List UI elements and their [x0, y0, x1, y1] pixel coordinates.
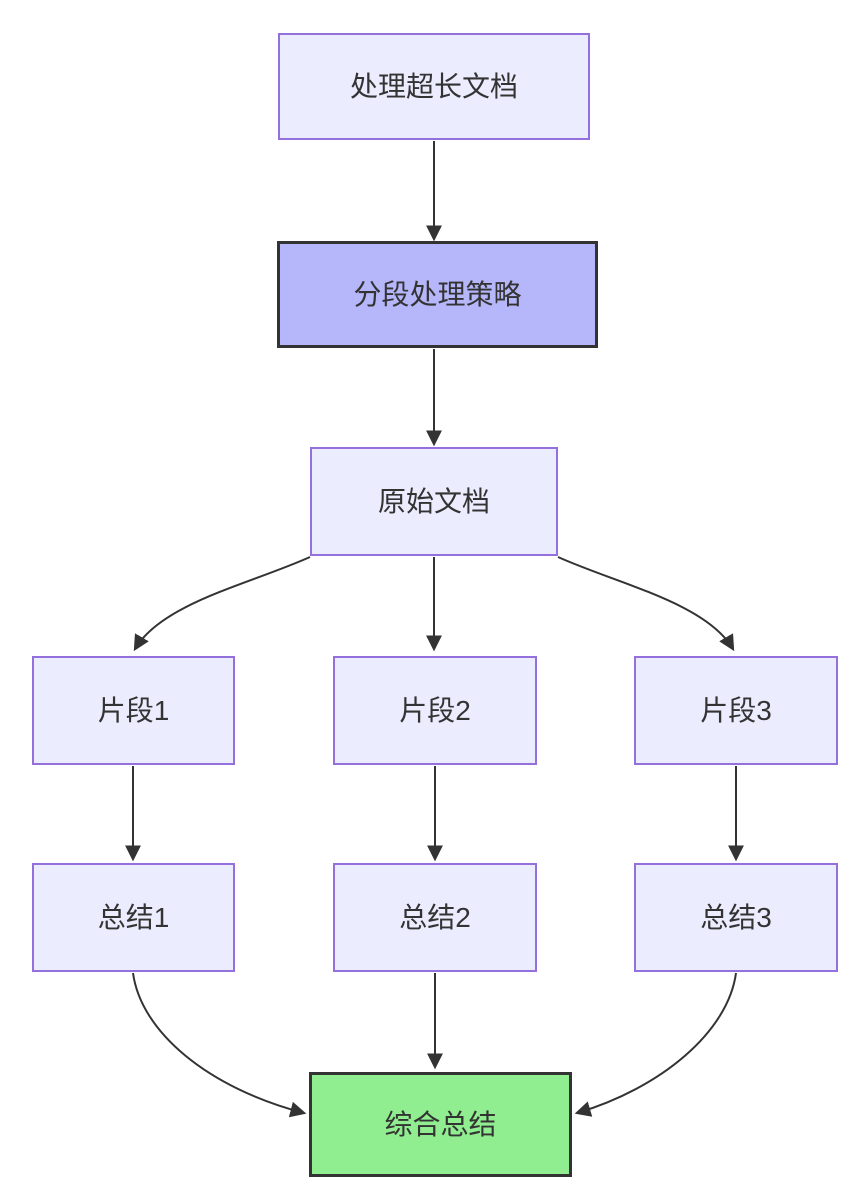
node-fragment-1: 片段1: [32, 656, 235, 765]
node-summary-2: 总结2: [333, 863, 537, 972]
node-final-summary: 综合总结: [309, 1072, 572, 1177]
node-summary-1: 总结1: [32, 863, 235, 972]
node-fragment-3: 片段3: [634, 656, 838, 765]
node-fragment-2: 片段2: [333, 656, 537, 765]
edge-original-to-fragment3: [557, 556, 735, 652]
node-segmentation-strategy: 分段处理策略: [277, 241, 598, 348]
node-summary-3: 总结3: [634, 863, 838, 972]
edge-summary1-to-final: [132, 972, 307, 1118]
edge-original-to-fragment1: [133, 556, 311, 652]
edge-summary3-to-final: [574, 972, 737, 1117]
node-original-document: 原始文档: [310, 447, 558, 556]
node-process-long-document: 处理超长文档: [278, 33, 590, 140]
